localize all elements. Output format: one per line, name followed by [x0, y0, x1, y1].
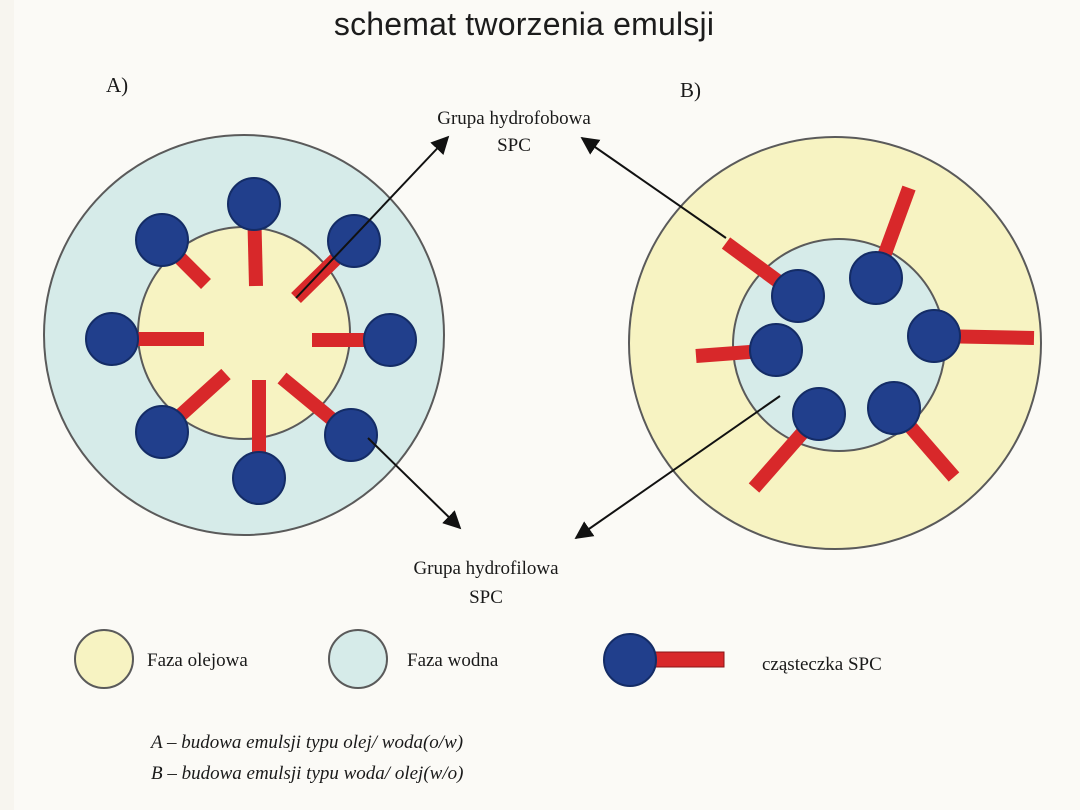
legend-molecule-label: cząsteczka SPC	[762, 654, 882, 675]
spc-head	[135, 405, 189, 459]
spc-head	[792, 387, 846, 441]
arrow-hydrophilic-a	[367, 437, 462, 530]
legend-water-label: Faza wodna	[407, 650, 499, 671]
page: schemat tworzenia emulsji A) B) Grupa h	[14, 0, 1080, 810]
spc-molecule-a-6	[135, 368, 231, 459]
label-hydrophilic-line2: SPC	[469, 587, 503, 608]
caption-b: B – budowa emulsji typu woda/ olej(w/o)	[151, 763, 463, 784]
spc-head	[324, 408, 378, 462]
spc-molecules-b	[695, 185, 1035, 493]
legend-water-swatch	[328, 629, 388, 689]
spc-head	[867, 381, 921, 435]
panel-label-a: A)	[106, 73, 128, 97]
spc-molecule-a-1	[227, 177, 281, 287]
spc-molecules-a	[85, 177, 417, 505]
label-hydrophobic-line2: SPC	[497, 135, 531, 156]
panel-b-emulsion	[628, 136, 1042, 550]
spc-molecule-b-5	[748, 387, 846, 493]
legend-oil-label: Faza olejowa	[147, 650, 248, 671]
arrow-hydrophobic-a	[295, 135, 450, 299]
spc-molecule-b-1	[849, 185, 916, 305]
spc-molecule-a-2	[135, 213, 211, 289]
emulsion-diagram: A) B) Grupa hydrofobowa SPC Grupa hydrof…	[43, 73, 1042, 784]
spc-head	[363, 313, 417, 367]
legend: Faza olejowa Faza wodna cząsteczka SPC	[74, 629, 882, 689]
panel-label-b: B)	[680, 78, 701, 102]
spc-molecule-b-2	[721, 237, 825, 323]
caption-a: A – budowa emulsji typu olej/ woda(o/w)	[149, 732, 463, 753]
spc-molecule-a-4	[85, 312, 204, 366]
spc-head	[849, 251, 903, 305]
spc-molecule-b-6	[867, 381, 960, 482]
arrow-hydrophobic-b	[580, 136, 727, 239]
spc-head	[907, 309, 961, 363]
arrow-hydrophilic-b	[574, 395, 781, 540]
spc-head	[327, 214, 381, 268]
spc-molecule-b-3	[907, 309, 1035, 363]
label-hydrophilic-line1: Grupa hydrofilowa	[413, 558, 559, 579]
spc-head	[771, 269, 825, 323]
spc-molecule-b-4	[695, 323, 803, 377]
spc-molecule-a-7	[232, 380, 286, 505]
page-title: schemat tworzenia emulsji	[333, 6, 715, 42]
spc-head	[232, 451, 286, 505]
spc-molecule-a-5	[312, 313, 417, 367]
spc-head	[135, 213, 189, 267]
spc-head	[749, 323, 803, 377]
legend-molecule-head	[603, 633, 657, 687]
spc-head	[227, 177, 281, 231]
spc-molecule-a-8	[277, 372, 378, 462]
spc-head	[85, 312, 139, 366]
label-hydrophobic-line1: Grupa hydrofobowa	[437, 108, 591, 129]
legend-oil-swatch	[74, 629, 134, 689]
panel-a-emulsion	[43, 134, 445, 536]
